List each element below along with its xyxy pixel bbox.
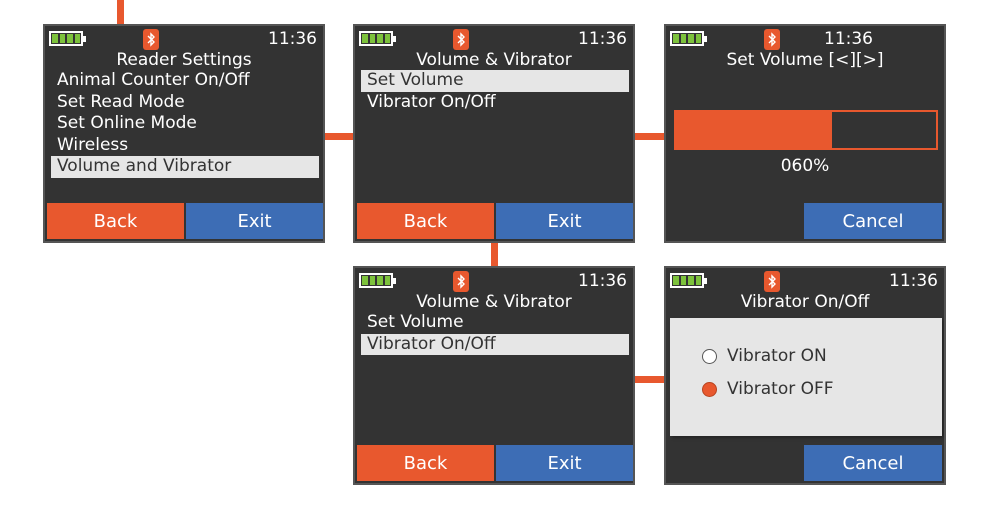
screen-volume-vibrator-2: 11:36 Volume & Vibrator Set Volume Vibra… — [353, 266, 635, 485]
status-bar: 11:36 — [666, 268, 944, 296]
menu-item-read-mode[interactable]: Set Read Mode — [57, 91, 185, 112]
menu-item-volume-vibrator[interactable]: Volume and Vibrator — [51, 156, 319, 178]
volume-slider-fill — [676, 112, 832, 148]
cancel-button[interactable]: Cancel — [804, 203, 942, 239]
menu-item-vibrator-onoff[interactable]: Vibrator On/Off — [367, 91, 496, 112]
menu-item-set-volume[interactable]: Set Volume — [361, 70, 629, 92]
clock: 11:36 — [578, 29, 627, 49]
volume-slider[interactable] — [674, 110, 938, 150]
bluetooth-icon — [453, 29, 469, 50]
status-bar: 11:36 — [355, 268, 633, 296]
menu-item-wireless[interactable]: Wireless — [57, 134, 129, 155]
connector-s2-s4 — [491, 243, 498, 267]
screen-title: Volume & Vibrator — [416, 50, 572, 70]
screen-vibrator-onoff: 11:36 Vibrator On/Off Vibrator ON Vibrat… — [664, 266, 946, 485]
clock: 11:36 — [268, 29, 317, 49]
clock: 11:36 — [578, 271, 627, 291]
radio-on-icon — [702, 381, 717, 397]
option-label: Vibrator ON — [727, 346, 827, 366]
status-bar: 11:36 — [45, 26, 323, 54]
menu-item-set-volume[interactable]: Set Volume — [367, 312, 464, 332]
exit-button[interactable]: Exit — [186, 203, 323, 239]
menu-item-animal-counter[interactable]: Animal Counter On/Off — [57, 70, 250, 90]
connector-s1-s2 — [325, 133, 354, 140]
screen-title: Volume & Vibrator — [416, 292, 572, 312]
back-button[interactable]: Back — [47, 203, 184, 239]
screen-reader-settings: 11:36 Reader Settings Animal Counter On/… — [43, 24, 325, 243]
clock: 11:36 — [889, 271, 938, 291]
screen-volume-vibrator-1: 11:36 Volume & Vibrator Set Volume Vibra… — [353, 24, 635, 243]
back-button[interactable]: Back — [357, 445, 494, 481]
option-vibrator-off[interactable]: Vibrator OFF — [702, 379, 834, 399]
vibrator-dialog: Vibrator ON Vibrator OFF — [670, 318, 942, 436]
clock: 11:36 — [824, 29, 873, 49]
option-label: Vibrator OFF — [727, 379, 834, 399]
connector-s2-s3 — [635, 133, 665, 140]
connector-top — [117, 0, 124, 24]
battery-icon — [670, 273, 707, 288]
back-button[interactable]: Back — [357, 203, 494, 239]
radio-off-icon — [702, 348, 717, 364]
bluetooth-icon — [764, 29, 780, 50]
cancel-button[interactable]: Cancel — [804, 445, 942, 481]
screen-title: Reader Settings — [116, 50, 252, 70]
volume-percent: 060% — [780, 156, 830, 176]
exit-button[interactable]: Exit — [496, 203, 633, 239]
bluetooth-icon — [764, 271, 780, 292]
screen-title: Set Volume [<][>] — [726, 50, 884, 70]
screen-set-volume: 11:36 Set Volume [<][>] 060% Cancel — [664, 24, 946, 243]
screen-title: Vibrator On/Off — [740, 292, 870, 312]
battery-icon — [359, 31, 396, 46]
option-vibrator-on[interactable]: Vibrator ON — [702, 346, 827, 366]
battery-icon — [670, 31, 707, 46]
status-bar: 11:36 — [666, 26, 944, 54]
exit-button[interactable]: Exit — [496, 445, 633, 481]
menu-item-vibrator-onoff[interactable]: Vibrator On/Off — [361, 333, 629, 355]
battery-icon — [359, 273, 396, 288]
connector-s4-s5 — [635, 376, 665, 383]
bluetooth-icon — [453, 271, 469, 292]
bluetooth-icon — [143, 29, 159, 50]
menu-item-online-mode[interactable]: Set Online Mode — [57, 113, 197, 133]
battery-icon — [49, 31, 86, 46]
status-bar: 11:36 — [355, 26, 633, 54]
